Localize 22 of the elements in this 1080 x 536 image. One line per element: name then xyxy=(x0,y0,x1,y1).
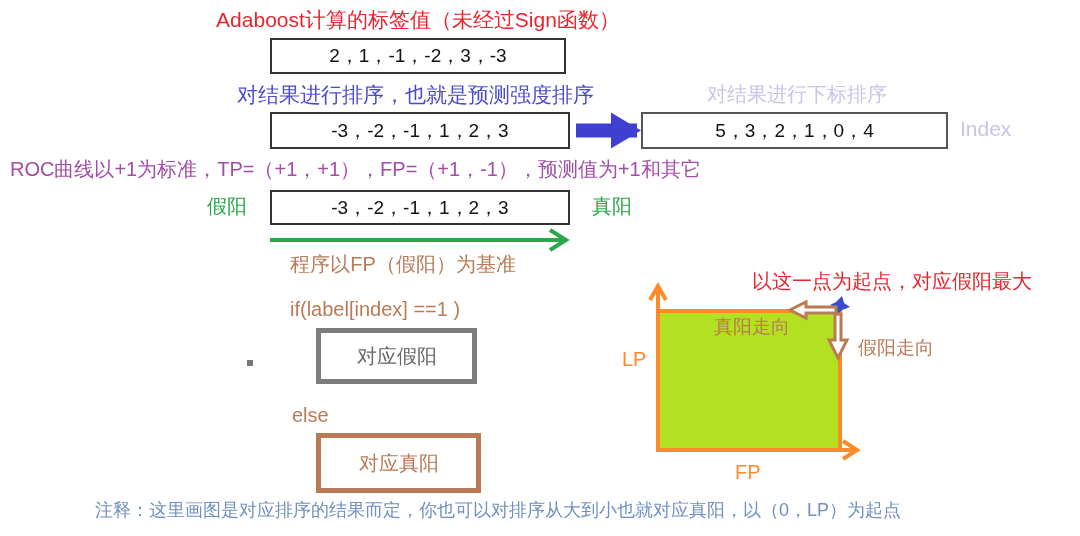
value-box: -3，-2，-1，1，2，3 xyxy=(270,112,570,149)
label: 真阳走向 xyxy=(714,317,790,338)
label: 以这一点为起点，对应假阳最大 xyxy=(752,270,1032,292)
heading: Adaboost计算的标签值（未经过Sign函数） xyxy=(216,8,620,32)
label: LP xyxy=(622,348,647,370)
heading: else xyxy=(292,404,329,426)
label: ROC曲线以+1为标准，TP=（+1，+1），FP=（+1，-1），预测值为+1和其它 xyxy=(10,158,701,180)
side-label: 真阳 xyxy=(592,195,632,217)
heading: 对结果进行下标排序 xyxy=(707,83,887,105)
heading: 对结果进行排序，也就是预测强度排序 xyxy=(236,83,594,107)
label: FP xyxy=(735,461,761,483)
value-box: 对应假阳 xyxy=(316,328,477,384)
label: 程序以FP（假阳）为基准 xyxy=(290,253,516,275)
heading: if(label[index] ==1 ) xyxy=(290,298,461,320)
value-box: -3，-2，-1，1，2，3 xyxy=(270,190,570,225)
value-box: 5，3，2，1，0，4 xyxy=(641,112,948,149)
value-box: 2，1，-1，-2，3，-3 xyxy=(270,38,566,74)
value-box: 对应真阳 xyxy=(316,433,481,493)
side-label: 假阳 xyxy=(207,195,247,217)
side-label: Index xyxy=(960,117,1012,141)
arrow xyxy=(576,112,641,149)
label: 假阳走向 xyxy=(858,338,934,359)
